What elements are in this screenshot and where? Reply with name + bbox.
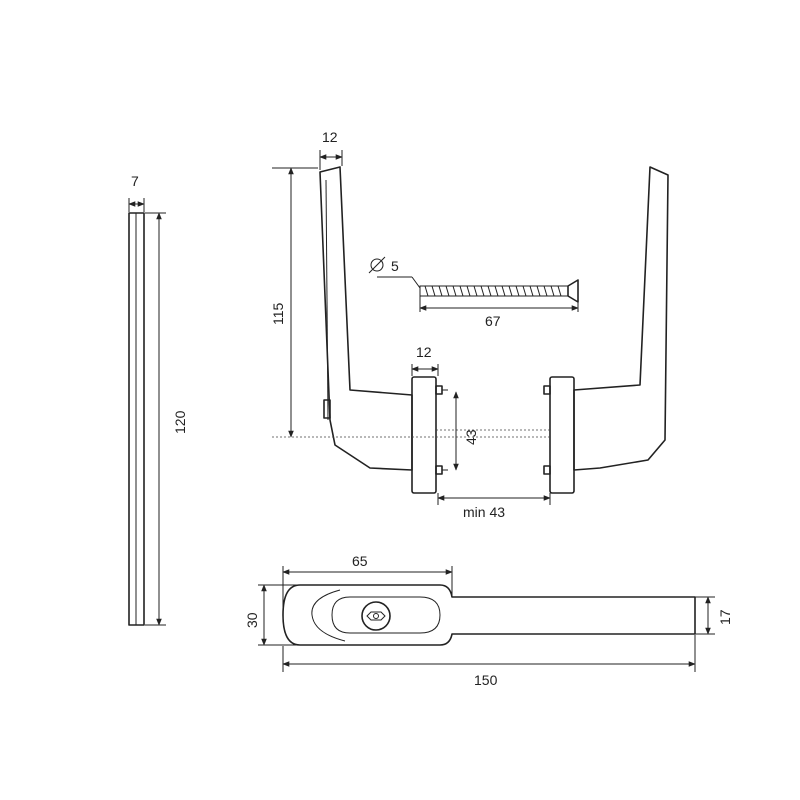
front-view: 12 115 12 43 min 43 (270, 129, 669, 520)
dim-label-top-length: 65 (352, 553, 368, 569)
dim-label-top-height: 30 (244, 612, 260, 628)
dim-label-tip-height: 17 (717, 609, 733, 625)
dim-label-total-length: 150 (474, 672, 498, 688)
dim-label-rose-spacing: 43 (463, 429, 479, 445)
top-view: 65 30 17 150 (244, 553, 733, 688)
lock-icon (361, 601, 391, 631)
right-rose (549, 376, 575, 494)
left-rose (411, 376, 437, 494)
dim-label-screw-length: 67 (485, 313, 501, 329)
side-profile-view: 7 120 (128, 173, 188, 626)
right-lever (573, 166, 669, 471)
screw-head (567, 279, 579, 303)
dim-label-min-spacing: min 43 (463, 504, 505, 520)
dim-label-lever-width: 12 (322, 129, 338, 145)
handle-top-outline (282, 584, 696, 646)
diameter-symbol-icon (370, 258, 384, 272)
dim-label-plate-thickness: 7 (131, 173, 139, 189)
dim-label-screw-diameter: 5 (391, 258, 399, 274)
dim-label-lever-height: 115 (270, 302, 286, 325)
screw: 5 67 (368, 256, 579, 329)
left-lever (319, 166, 413, 471)
dim-label-plate-height: 120 (172, 410, 188, 434)
dim-label-rose-width: 12 (416, 344, 432, 360)
